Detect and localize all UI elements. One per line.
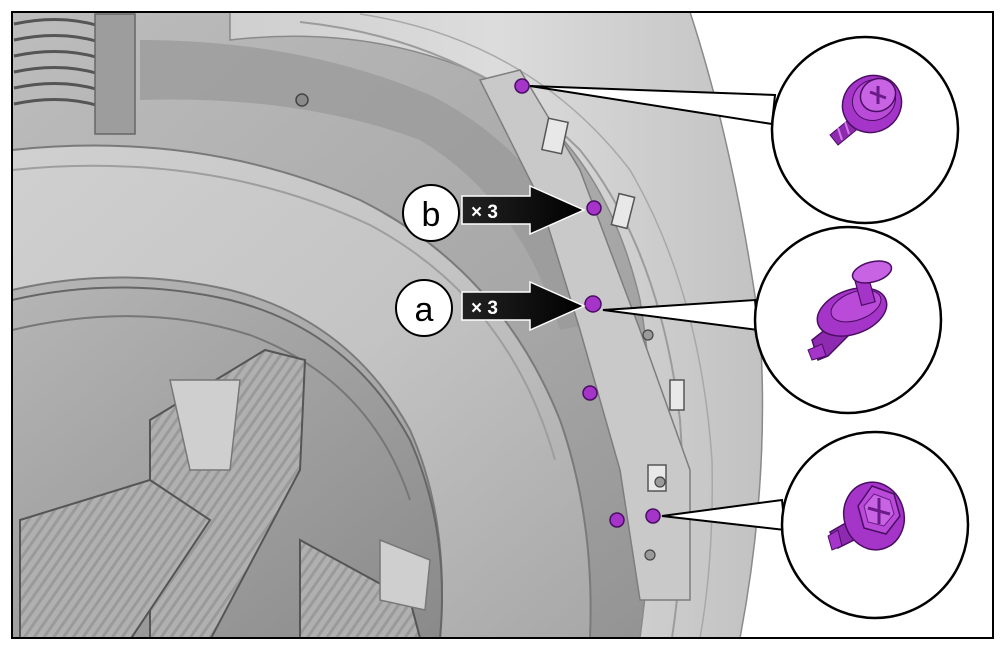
- bolt-icon: [654, 476, 666, 488]
- suspension-spring: [13, 18, 101, 108]
- screw-icon: [514, 78, 530, 94]
- push-pin-clip-icon: [807, 260, 893, 362]
- rim-spoke: [299, 538, 422, 638]
- quantity-label: × 3: [471, 202, 498, 223]
- screw-icon: [586, 200, 602, 216]
- clip-icon: [582, 385, 598, 401]
- bolt-icon: [644, 549, 656, 561]
- self-tapping-screw-icon: [829, 74, 903, 146]
- hex-bolt-icon: [827, 481, 906, 551]
- quantity-label: × 3: [471, 298, 498, 319]
- tire: [12, 144, 592, 638]
- rim-spoke: [19, 478, 212, 638]
- callout-letter: b: [422, 196, 441, 234]
- fastener-markers: [514, 78, 661, 528]
- zoom-detail-bolt: [780, 430, 970, 620]
- callout-a-badge: a: [395, 279, 453, 337]
- callout-b-badge: b: [402, 184, 460, 242]
- clip-icon: [584, 295, 602, 313]
- bolt-icon: [642, 329, 654, 341]
- strut-housing: [94, 13, 136, 135]
- clip-icon: [609, 512, 625, 528]
- arrow-icon: [461, 280, 586, 332]
- diagram-frame: [11, 11, 994, 639]
- arrow-icon: [461, 184, 586, 236]
- callout-letter: a: [415, 291, 434, 329]
- zoom-detail-screw: [770, 35, 960, 225]
- callout-a: × 3: [461, 280, 586, 332]
- bolt-icon: [645, 508, 661, 524]
- bolt-icon: [295, 93, 309, 107]
- callout-b: × 3: [461, 184, 586, 236]
- zoom-detail-clip: [753, 225, 943, 415]
